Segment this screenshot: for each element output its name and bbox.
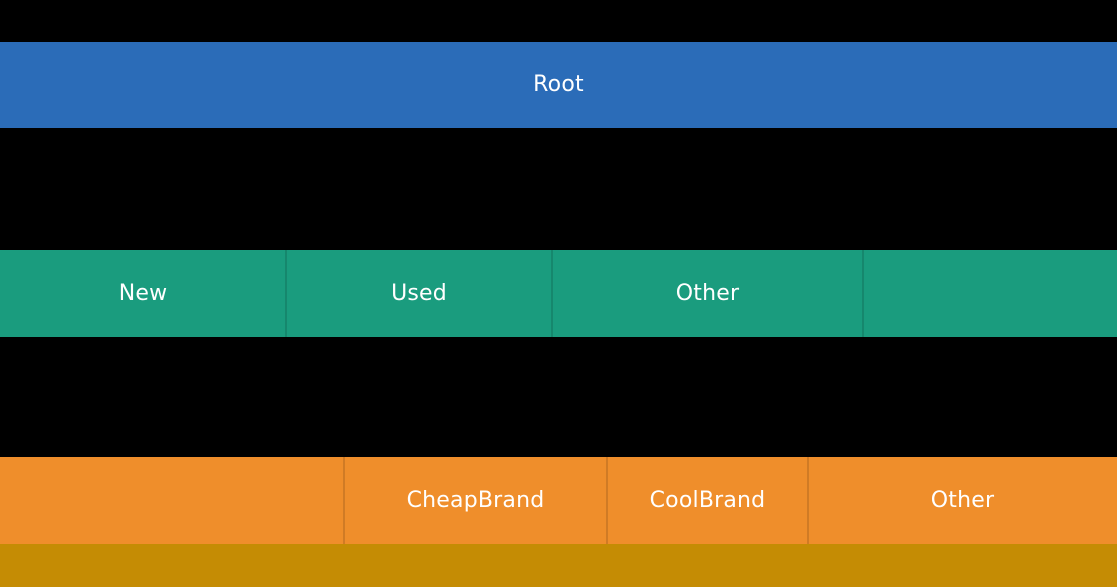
icicle-level-2: New Used Other bbox=[0, 250, 1117, 337]
icicle-level-1: Root bbox=[0, 42, 1117, 128]
icicle-level-4 bbox=[0, 544, 1117, 587]
icicle-level-3: CheapBrand CoolBrand Other bbox=[0, 457, 1117, 544]
icicle-node-coolbrand[interactable]: CoolBrand bbox=[607, 457, 808, 544]
icicle-node-other-level3-label: Other bbox=[930, 487, 995, 513]
icicle-node-unlabeled-level3[interactable] bbox=[0, 457, 344, 544]
icicle-node-level4-band[interactable] bbox=[0, 544, 1117, 587]
icicle-node-used-label: Used bbox=[391, 280, 447, 306]
icicle-node-new[interactable]: New bbox=[0, 250, 286, 337]
icicle-node-used[interactable]: Used bbox=[286, 250, 552, 337]
icicle-node-other-level2-label: Other bbox=[675, 280, 740, 306]
icicle-node-root[interactable]: Root bbox=[0, 42, 1117, 128]
icicle-node-root-label: Root bbox=[533, 72, 584, 97]
icicle-node-other-level2[interactable]: Other bbox=[552, 250, 863, 337]
icicle-node-unlabeled-level2[interactable] bbox=[863, 250, 1117, 337]
icicle-node-cheapbrand[interactable]: CheapBrand bbox=[344, 457, 607, 544]
icicle-node-coolbrand-label: CoolBrand bbox=[649, 487, 766, 513]
icicle-node-new-label: New bbox=[118, 280, 168, 306]
icicle-node-cheapbrand-label: CheapBrand bbox=[406, 487, 545, 513]
icicle-node-other-level3[interactable]: Other bbox=[808, 457, 1117, 544]
